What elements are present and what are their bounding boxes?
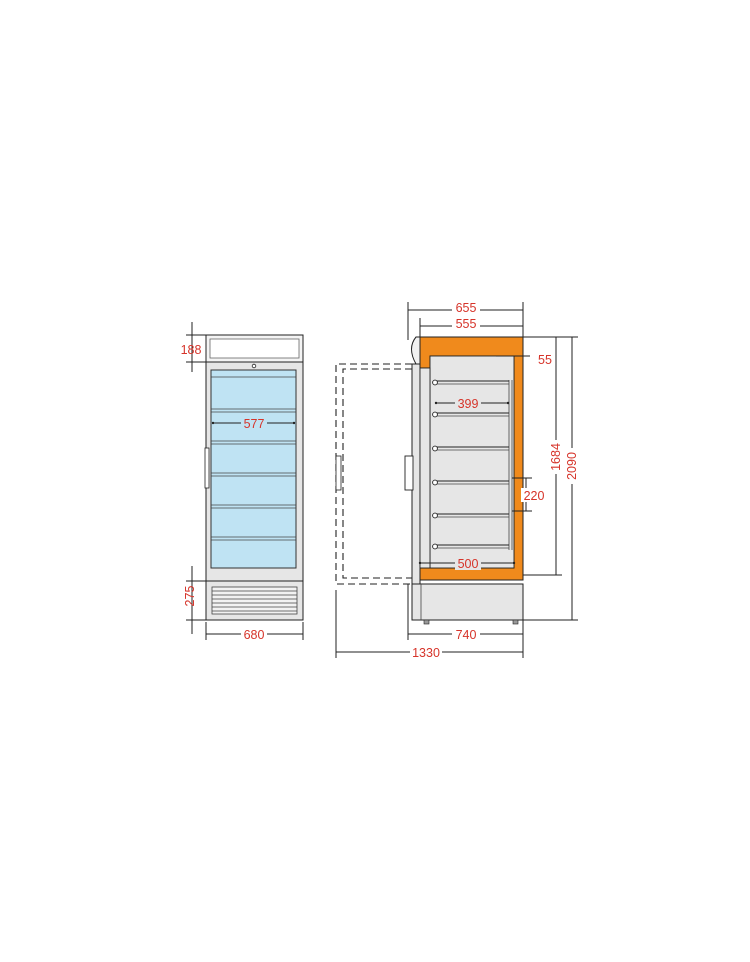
front-glass-door [210, 369, 297, 569]
dim-door-open-depth: 1330 [412, 646, 440, 660]
dim-inner-bottom-depth: 500 [458, 557, 479, 571]
dim-total-height: 2090 [565, 452, 579, 480]
dim-side-top-inner: 555 [456, 317, 477, 331]
side-door-handle [404, 455, 414, 491]
side-view: 655 555 55 399 220 500 1684 [335, 301, 580, 660]
side-shelves [432, 379, 509, 550]
side-inner-cabinet [429, 355, 515, 569]
side-base [411, 583, 524, 621]
dim-side-top-outer: 655 [456, 301, 477, 315]
dim-inner-height: 1684 [549, 443, 563, 471]
dim-shelf-depth: 399 [458, 397, 479, 411]
front-grille [211, 586, 298, 615]
front-door-handle [204, 447, 210, 489]
front-view: 577 188 275 680 [181, 322, 304, 642]
dim-front-base-height: 275 [183, 586, 197, 607]
dim-total-depth: 740 [456, 628, 477, 642]
dim-front-canopy-height: 188 [181, 343, 202, 357]
dim-side-wall-thickness: 55 [538, 353, 552, 367]
dim-front-width: 680 [244, 628, 265, 642]
dim-shelf-spacing: 220 [524, 489, 545, 503]
front-lock [251, 363, 257, 369]
front-shelves [211, 376, 296, 541]
dim-front-inner-width: 577 [244, 417, 265, 431]
open-door-handle [335, 455, 342, 491]
side-foot-rear [512, 619, 519, 625]
open-door-outline [335, 363, 412, 585]
side-foot-front [423, 619, 430, 625]
